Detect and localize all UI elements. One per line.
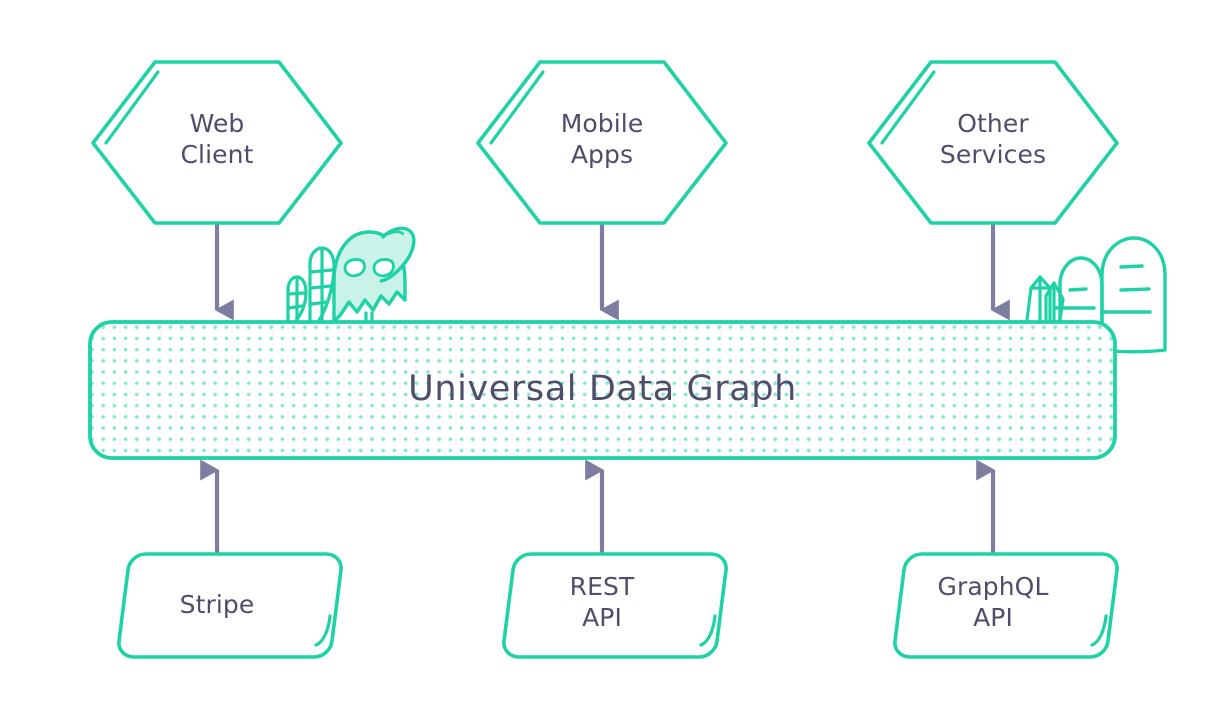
- box-accent-arc: [699, 614, 717, 647]
- mascot-character: [332, 226, 416, 324]
- hexagon-accent-line: [489, 70, 545, 145]
- box-accent-arc: [1090, 614, 1108, 647]
- crystal-cluster-right: [1025, 275, 1065, 322]
- node-universal-data-graph[interactable]: [88, 320, 1117, 460]
- node-stripe[interactable]: [117, 552, 343, 659]
- hexagon-accent-line: [880, 70, 936, 145]
- node-graphql-api[interactable]: [893, 552, 1119, 659]
- node-mobile-apps[interactable]: [476, 60, 728, 225]
- box-accent-arc: [314, 614, 332, 647]
- universal-data-graph-title: Universal Data Graph: [408, 369, 797, 409]
- hexagon-accent-line: [104, 70, 160, 145]
- tree-cluster-left: [286, 246, 336, 324]
- node-other-services[interactable]: [867, 60, 1119, 225]
- node-web-client[interactable]: [91, 60, 343, 225]
- dot-grid-pattern: [90, 322, 1115, 458]
- node-rest-api[interactable]: [502, 552, 728, 659]
